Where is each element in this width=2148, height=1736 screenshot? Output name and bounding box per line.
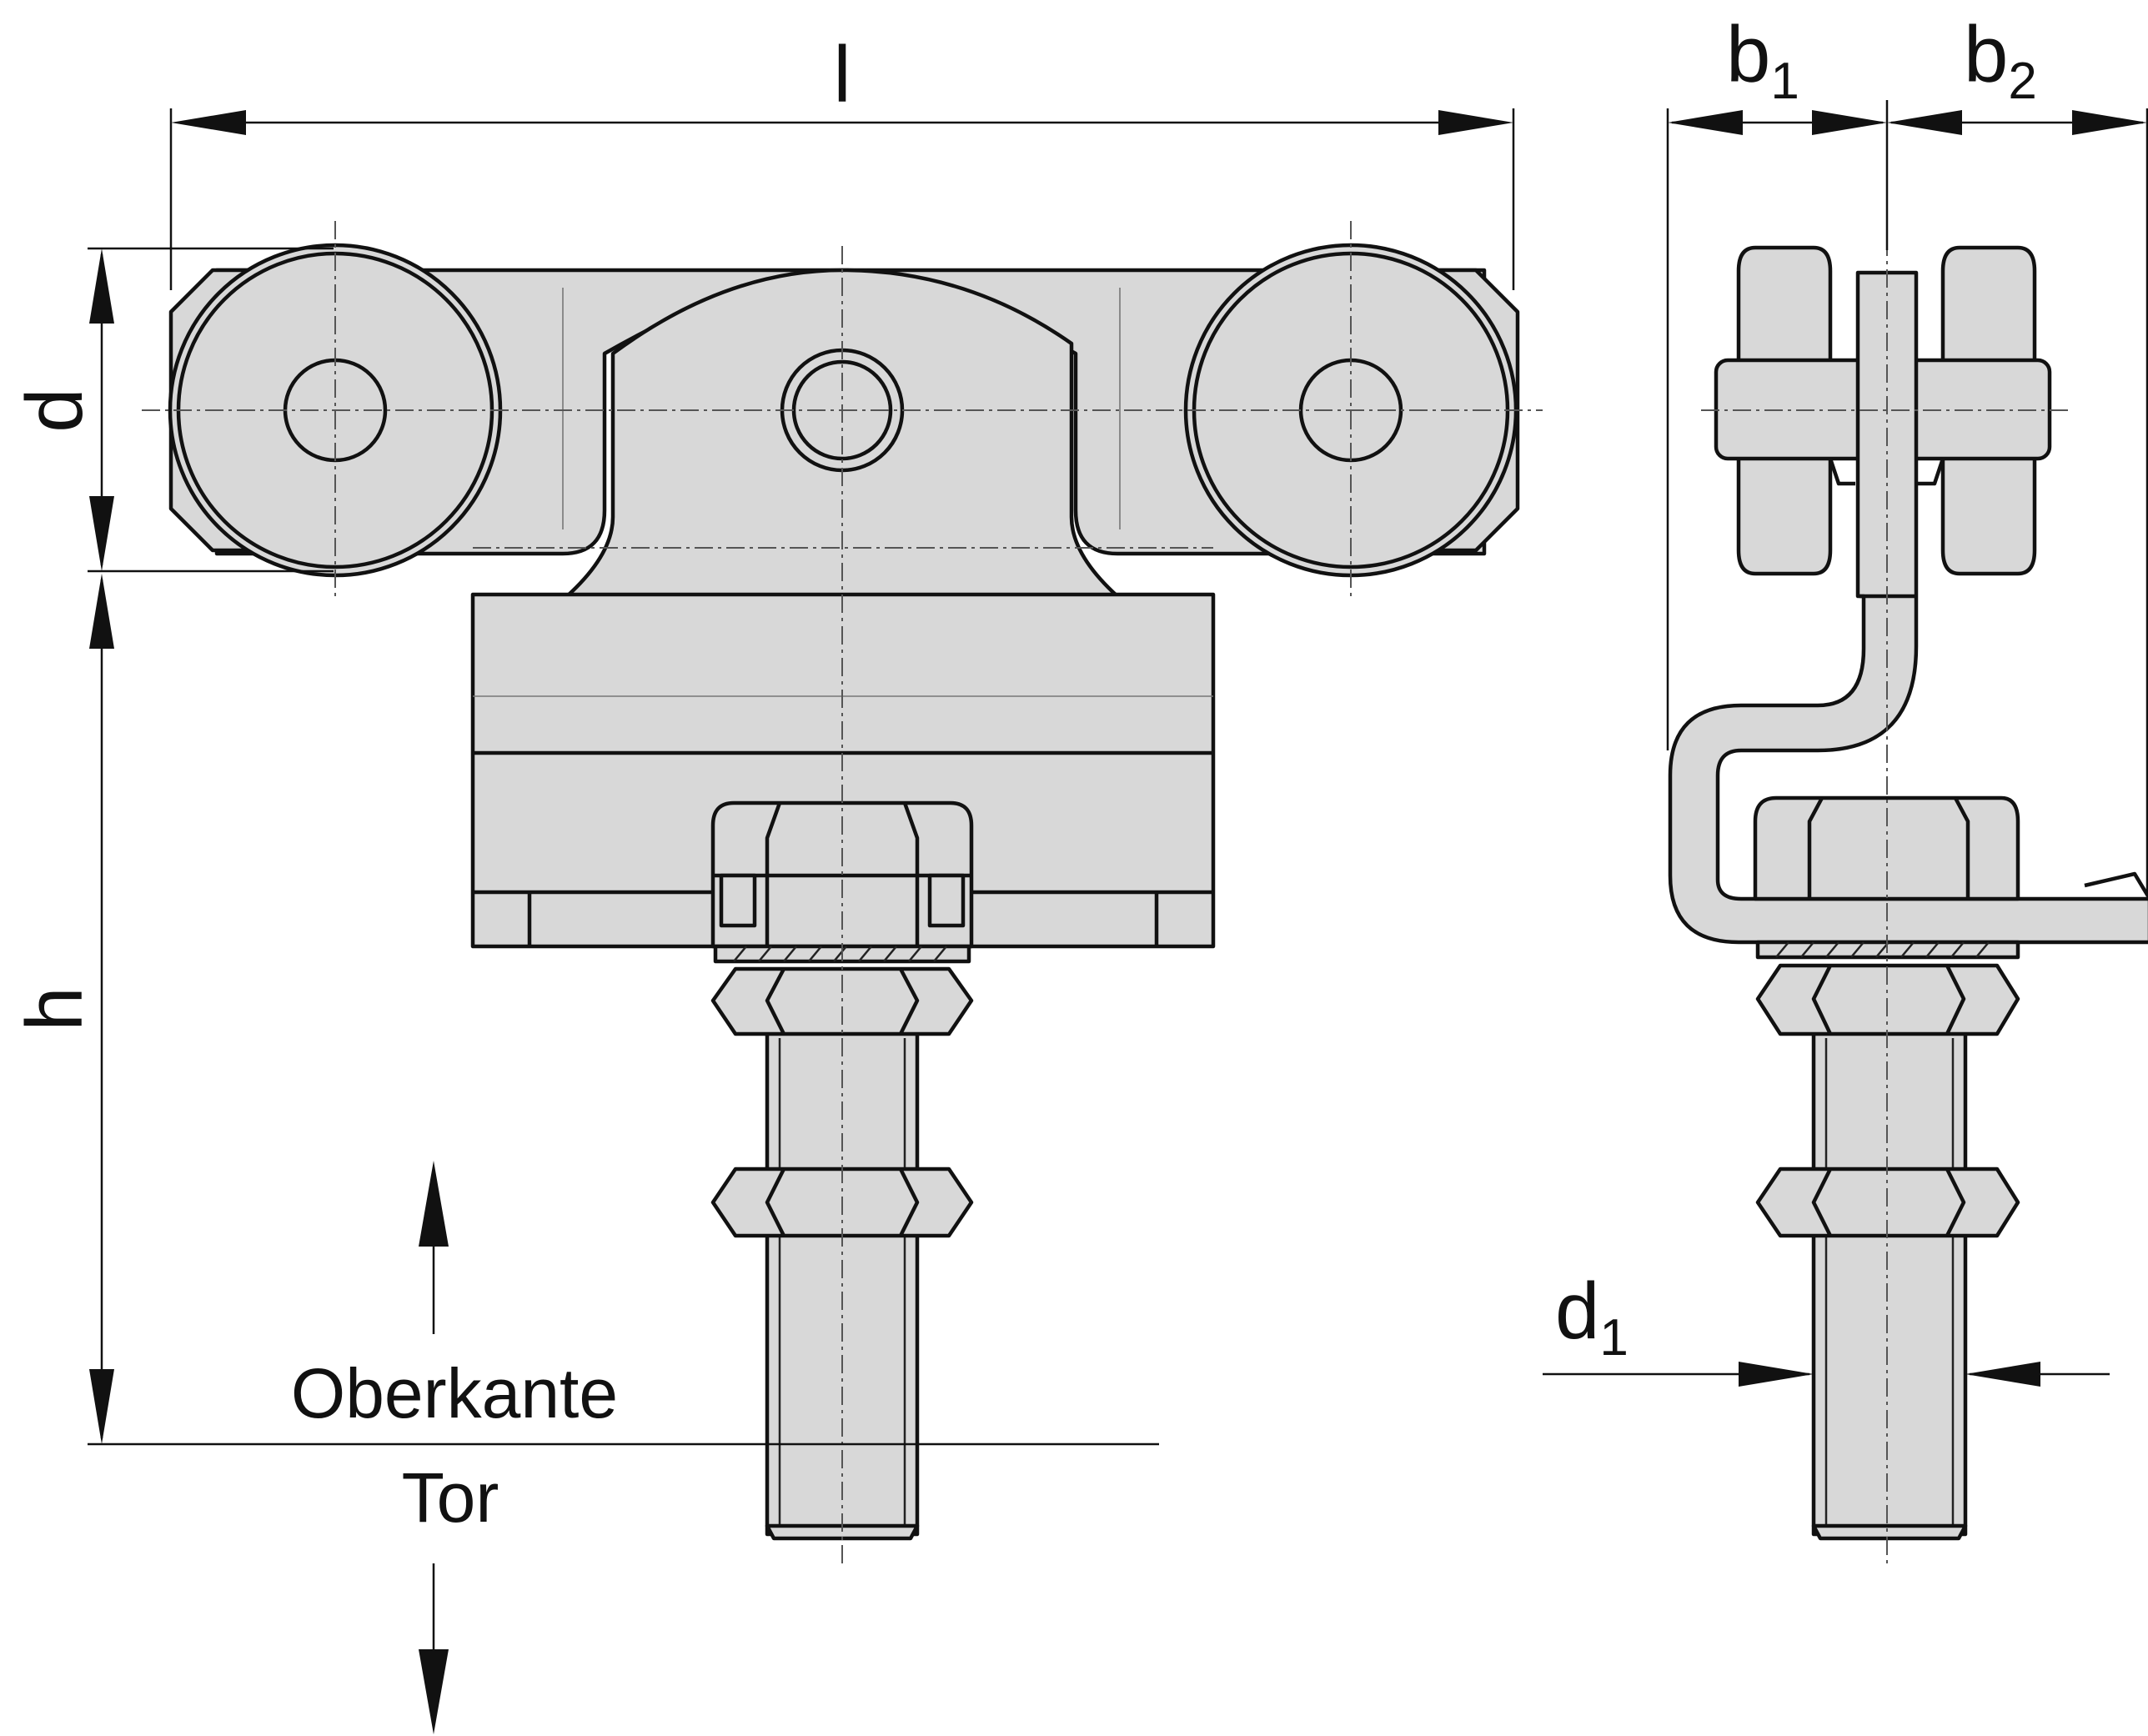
dimension-d1: d1 [1543,1267,2110,1387]
gate-reference: Oberkante Tor [291,1161,618,1734]
h-arrow-bottom [89,1369,114,1444]
l-arrow-right [1438,110,1513,135]
side-bracket-tip [2084,871,2148,901]
side-threaded-stem [1811,1023,1968,1537]
b1-label: b1 [1726,10,1799,110]
d1-label-base: d [1555,1267,1599,1356]
b1-arrow-left [1668,110,1743,135]
washer-hatch [733,946,947,962]
upper-nut-slot-left [719,873,757,928]
upper-nut-slot-right [927,873,966,928]
side-middle-nut-faces [1811,964,1966,1035]
side-lower-nut-faces [1811,1167,1966,1237]
b2-label-base: b [1964,10,2008,99]
dimension-d: d [10,247,334,573]
stem-tip [765,1523,920,1541]
reference-label-line1: Oberkante [291,1354,618,1432]
b1-label-sub: 1 [1770,53,1799,110]
h-label: h [10,986,99,1031]
l-label: l [833,30,851,119]
dimension-b1-b2: b1 b2 [1666,10,2148,896]
side-stem-tip [1811,1523,1968,1541]
d-arrow-bottom [89,496,114,571]
h-arrow-top [89,574,114,649]
dimension-l: l [169,30,1515,290]
middle-nut-faces [765,967,920,1036]
reference-label-line2: Tor [402,1458,499,1537]
d-arrow-top [89,248,114,324]
b2-arrow-left [1887,110,1962,135]
side-axle-nuts [1828,458,1945,486]
front-view [142,221,1543,1568]
side-bracket [1668,270,2148,945]
b1-label-base: b [1726,10,1770,99]
lower-nut-faces [765,1167,920,1237]
d1-label: d1 [1555,1267,1629,1367]
b2-label: b2 [1964,10,2037,110]
d1-arrow-right [1965,1362,2040,1387]
side-upper-nut-faces [1807,796,1970,899]
b2-label-sub: 2 [2008,53,2036,110]
dimension-h: h [10,574,1159,1446]
b1-arrow-right [1812,110,1887,135]
reference-arrow-down [419,1649,449,1734]
b2-arrow-right [2072,110,2147,135]
d1-arrow-left [1739,1362,1814,1387]
reference-arrow-up [419,1161,449,1247]
l-arrow-left [171,110,246,135]
d1-label-sub: 1 [1599,1309,1628,1367]
side-washer-hatch [1775,941,1990,958]
side-view [1668,238,2148,1568]
d-label: d [10,388,99,432]
